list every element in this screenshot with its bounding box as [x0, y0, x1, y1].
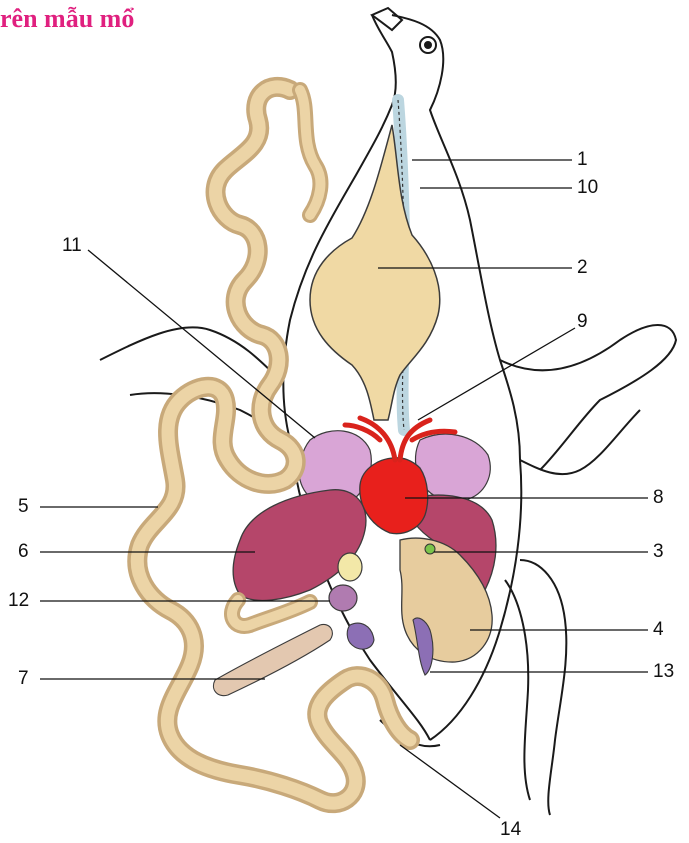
label-11: 11 [62, 236, 82, 255]
caecum [213, 624, 332, 695]
label-4: 4 [653, 620, 664, 639]
spleen [329, 585, 357, 611]
label-5: 5 [18, 497, 29, 516]
heart [360, 458, 428, 534]
leader-9 [418, 328, 575, 420]
gall-bladder [425, 544, 435, 554]
crop [310, 125, 440, 420]
label-14: 14 [500, 820, 521, 839]
kidney-left [347, 623, 374, 649]
liver-left-lobe [233, 490, 366, 601]
pancreas [338, 553, 362, 581]
label-12: 12 [8, 591, 29, 610]
label-7: 7 [18, 669, 29, 688]
label-6: 6 [18, 542, 29, 561]
leader-14 [400, 745, 500, 818]
label-10: 10 [577, 178, 598, 197]
label-9: 9 [577, 312, 588, 331]
label-8: 8 [653, 488, 664, 507]
intestine [137, 87, 410, 803]
label-2: 2 [577, 258, 588, 277]
label-3: 3 [653, 542, 664, 561]
label-13: 13 [653, 662, 674, 681]
label-1: 1 [577, 150, 588, 169]
